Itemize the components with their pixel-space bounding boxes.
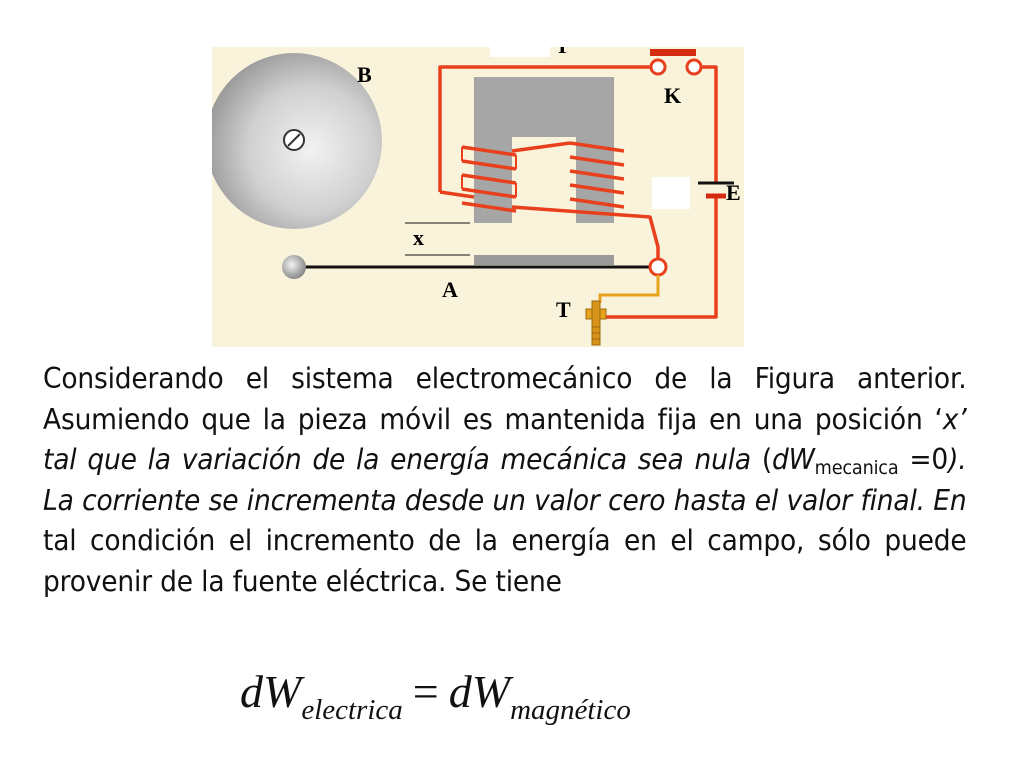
energy-equation: dWelectrica=dWmagnético <box>240 662 631 725</box>
equation-equals: = <box>412 666 439 717</box>
contact-spring <box>598 275 660 303</box>
equation-rhs: dW <box>448 666 511 717</box>
label-background-i <box>490 47 550 57</box>
armature-pivot <box>648 257 668 277</box>
bell-screw-slot <box>287 133 301 147</box>
paragraph-text-8: tal condición el incremento de la energí… <box>43 524 967 598</box>
paragraph-text-4: dW <box>772 443 815 476</box>
label-a: A <box>442 277 458 302</box>
label-b: B <box>357 62 372 87</box>
paragraph-text-3: ( <box>750 443 773 476</box>
switch-lever <box>650 49 696 56</box>
paragraph-text-1: Considerando el sistema electromecánico … <box>43 362 967 436</box>
contact-screw-body <box>591 300 601 346</box>
paragraph-subscript: mecanica <box>814 457 899 479</box>
label-e: E <box>726 180 741 205</box>
label-k: K <box>664 83 681 108</box>
equation-lhs-subscript: electrica <box>301 694 403 726</box>
switch-contact-right <box>685 58 703 76</box>
paragraph-text-2: x’ tal que la variación de la energía me… <box>43 402 967 477</box>
switch-contact-left <box>649 58 667 76</box>
right-coil <box>511 141 625 209</box>
equation-lhs: dW <box>240 666 302 717</box>
label-background-e <box>652 177 690 209</box>
armature-bar <box>474 255 614 265</box>
label-i: I <box>558 47 567 58</box>
paragraph-text-7: ). La corriente se incrementa desde un v… <box>43 443 967 517</box>
equation-rhs-subscript: magnético <box>510 694 631 726</box>
electromechanical-diagram: B I K E x A T <box>212 47 744 347</box>
label-x: x <box>413 225 424 250</box>
label-t: T <box>556 297 571 322</box>
hammer-ball <box>282 255 306 279</box>
explanation-paragraph: Considerando el sistema electromecánico … <box>43 359 967 602</box>
left-coil <box>461 145 517 213</box>
paragraph-text-6: =0 <box>898 443 949 476</box>
circuit-wires <box>438 65 718 319</box>
